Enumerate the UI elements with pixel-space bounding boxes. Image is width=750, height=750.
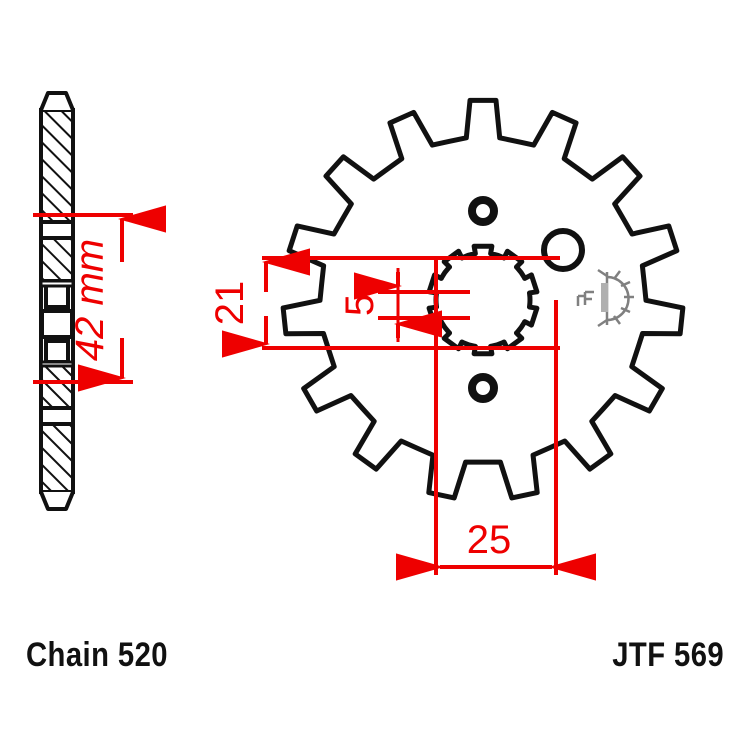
- front-face-view: [222, 97, 686, 581]
- dimension-21: [222, 248, 560, 358]
- hole-top: [468, 196, 498, 226]
- bolt-holes: [468, 196, 585, 403]
- side-view-tooth-tips: [39, 91, 75, 511]
- dimension-25: [396, 258, 596, 581]
- dimension-label-21: 21: [208, 281, 252, 326]
- hole-right: [541, 228, 585, 272]
- dimension-5: [354, 268, 470, 342]
- dimension-label-25: 25: [467, 518, 512, 562]
- dimension-42mm: [33, 205, 166, 392]
- side-view-edges: [39, 110, 75, 492]
- spline-hub-bore: [426, 243, 540, 357]
- side-view-hub-profile: [39, 220, 75, 426]
- side-section-view: [33, 91, 166, 511]
- dimension-labels: 42 mm 21 5 25: [68, 239, 511, 562]
- dimension-label-5: 5: [338, 294, 382, 316]
- hole-bottom: [468, 373, 498, 403]
- surface-finish-symbol: [576, 268, 634, 328]
- dimension-label-42mm: 42 mm: [68, 239, 112, 361]
